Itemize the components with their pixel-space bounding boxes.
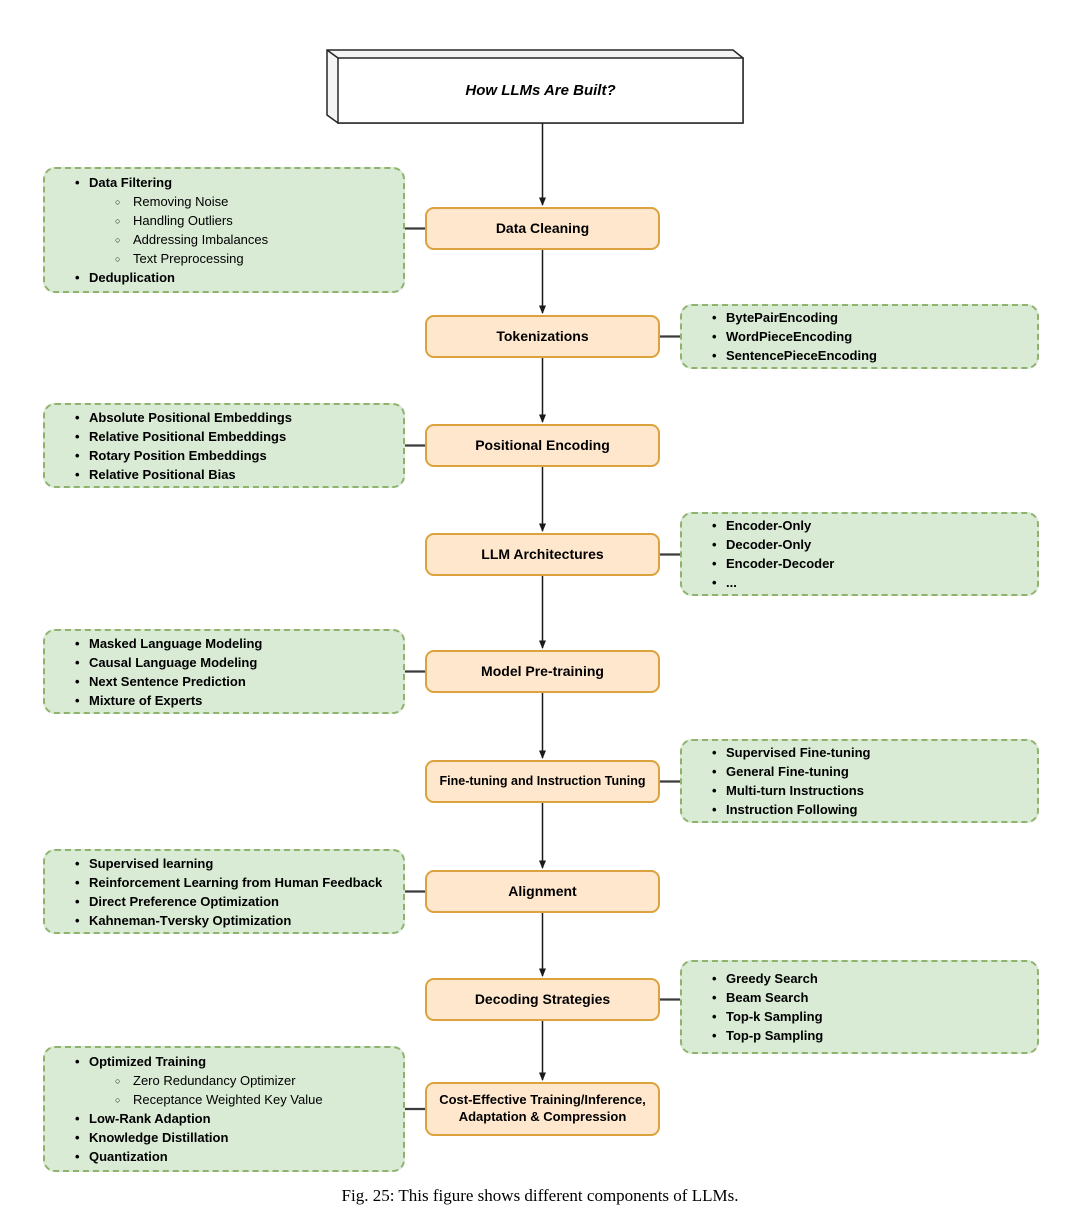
note-item: WordPieceEncoding	[712, 327, 877, 346]
note-item: Instruction Following	[712, 800, 870, 819]
note-item: Supervised learning	[75, 854, 382, 873]
note-item: Low-Rank Adaption	[75, 1109, 323, 1128]
note-item: Relative Positional Embeddings	[75, 427, 292, 446]
note-item: Removing Noise	[89, 192, 268, 212]
note-cost-effective: Optimized Training Zero Redundancy Optim…	[43, 1046, 405, 1172]
note-item: Supervised Fine-tuning	[712, 743, 871, 762]
figure-title: How LLMs Are Built?	[465, 82, 616, 99]
note-item: Rotary Position Embeddings	[75, 446, 292, 465]
note-item: Greedy Search	[712, 969, 823, 988]
note-item: Data Filtering	[75, 173, 268, 192]
note-item: Kahneman-Tversky Optimization	[75, 911, 382, 930]
note-finetuning: Supervised Fine-tuning General Fine-tuni…	[680, 739, 1039, 823]
stage-llm-architectures: LLM Architectures	[425, 533, 660, 576]
note-item: Top-p Sampling	[712, 1026, 823, 1045]
note-item: Handling Outliers	[89, 211, 268, 231]
stage-finetuning-instruction-tuning: Fine-tuning and Instruction Tuning	[425, 760, 660, 803]
note-item: Multi-turn Instructions	[712, 781, 870, 800]
note-item: Top-k Sampling	[712, 1007, 823, 1026]
stage-data-cleaning: Data Cleaning	[425, 207, 660, 250]
note-item: Reinforcement Learning from Human Feedba…	[75, 873, 382, 892]
note-list: Supervised learning Reinforcement Learni…	[45, 854, 386, 930]
note-list: Data Filtering Removing Noise Handling O…	[45, 173, 272, 287]
note-item: Knowledge Distillation	[75, 1128, 323, 1147]
note-list: Greedy Search Beam Search Top-k Sampling…	[682, 969, 827, 1045]
note-list: Supervised Fine-tuning General Fine-tuni…	[682, 743, 874, 819]
stage-positional-encoding: Positional Encoding	[425, 424, 660, 467]
note-item: SentencePieceEncoding	[712, 346, 877, 365]
note-item: General Fine-tuning	[712, 762, 870, 781]
stage-alignment: Alignment	[425, 870, 660, 913]
note-item: Direct Preference Optimization	[75, 892, 382, 911]
stage-decoding-strategies: Decoding Strategies	[425, 978, 660, 1021]
note-tokenizations: BytePairEncoding WordPieceEncoding Sente…	[680, 304, 1039, 369]
stage-model-pretraining: Model Pre-training	[425, 650, 660, 693]
note-item: Zero Redundancy Optimizer	[89, 1071, 323, 1091]
note-item: Mixture of Experts	[75, 691, 262, 710]
note-item: Decoder-Only	[712, 535, 834, 554]
note-list: Encoder-Only Decoder-Only Encoder-Decode…	[682, 516, 838, 592]
note-item: Causal Language Modeling	[75, 653, 262, 672]
note-item: Quantization	[75, 1147, 323, 1166]
note-item: Receptance Weighted Key Value	[89, 1090, 323, 1110]
note-item: Text Preprocessing	[89, 249, 268, 269]
note-item: Relative Positional Bias	[75, 465, 292, 484]
note-item: Encoder-Only	[712, 516, 834, 535]
note-item: Absolute Positional Embeddings	[75, 408, 292, 427]
note-item: Masked Language Modeling	[75, 634, 262, 653]
note-decoding-strategies: Greedy Search Beam Search Top-k Sampling…	[680, 960, 1039, 1054]
note-item: Optimized Training	[75, 1052, 323, 1071]
figure-caption: Fig. 25: This figure shows different com…	[341, 1186, 739, 1205]
note-list: Optimized Training Zero Redundancy Optim…	[45, 1052, 327, 1166]
note-item: BytePairEncoding	[712, 308, 877, 327]
stage-cost-effective: Cost-Effective Training/Inference, Adapt…	[425, 1082, 660, 1136]
note-item: Deduplication	[75, 268, 268, 287]
note-positional-encoding: Absolute Positional Embeddings Relative …	[43, 403, 405, 488]
note-list: Absolute Positional Embeddings Relative …	[45, 408, 296, 484]
note-item: Beam Search	[712, 988, 823, 1007]
note-model-pretraining: Masked Language Modeling Causal Language…	[43, 629, 405, 714]
note-list: BytePairEncoding WordPieceEncoding Sente…	[682, 308, 881, 365]
note-llm-architectures: Encoder-Only Decoder-Only Encoder-Decode…	[680, 512, 1039, 596]
note-data-cleaning: Data Filtering Removing Noise Handling O…	[43, 167, 405, 293]
stage-tokenizations: Tokenizations	[425, 315, 660, 358]
note-item: Addressing Imbalances	[89, 230, 268, 250]
note-item: Next Sentence Prediction	[75, 672, 262, 691]
note-item: Encoder-Decoder	[712, 554, 834, 573]
note-list: Masked Language Modeling Causal Language…	[45, 634, 266, 710]
note-alignment: Supervised learning Reinforcement Learni…	[43, 849, 405, 934]
note-item: ...	[712, 573, 834, 592]
